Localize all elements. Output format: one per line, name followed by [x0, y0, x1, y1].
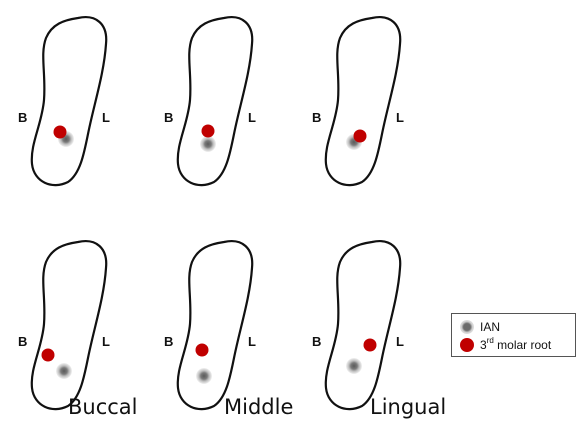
buccal-side-label: B [164, 110, 173, 125]
buccal-side-label: B [18, 334, 27, 349]
tooth-outline [178, 17, 252, 185]
molar-root-marker [196, 344, 209, 357]
legend-label-molar-root: 3rd molar root [480, 338, 551, 352]
row-labels-group: Buccal Middle Lingual [68, 395, 446, 419]
tooth-outline [32, 241, 106, 409]
row-label-buccal: Buccal [68, 395, 138, 419]
tooth-outline [32, 17, 106, 185]
lingual-side-label: L [248, 110, 256, 125]
row-label-lingual: Lingual [370, 395, 446, 419]
lingual-side-label: L [248, 334, 256, 349]
molar-root-marker [202, 125, 215, 138]
ian-marker [56, 363, 72, 379]
legend-item-ian: IAN [460, 318, 500, 336]
tooth-outline [326, 241, 400, 409]
lingual-side-label: L [102, 334, 110, 349]
ian-marker-icon [460, 320, 474, 334]
lingual-side-label: L [396, 334, 404, 349]
buccal-side-label: B [312, 334, 321, 349]
molar-root-marker-icon [460, 338, 474, 352]
buccal-side-label: B [18, 110, 27, 125]
legend-label-ian: IAN [480, 320, 500, 334]
lingual-side-label: L [396, 110, 404, 125]
tooth-outline [326, 17, 400, 185]
molar-root-marker [364, 339, 377, 352]
molar-root-marker [354, 130, 367, 143]
row-label-middle: Middle [224, 395, 293, 419]
tooth-outline [178, 241, 252, 409]
ian-marker [200, 136, 216, 152]
buccal-side-label: B [164, 334, 173, 349]
ian-marker [346, 358, 362, 374]
ian-marker [196, 368, 212, 384]
lingual-side-label: L [102, 110, 110, 125]
molar-root-marker [42, 349, 55, 362]
legend: IAN 3rd molar root [451, 313, 576, 357]
buccal-side-label: B [312, 110, 321, 125]
molar-root-marker [54, 126, 67, 139]
legend-item-molar-root: 3rd molar root [460, 336, 551, 354]
